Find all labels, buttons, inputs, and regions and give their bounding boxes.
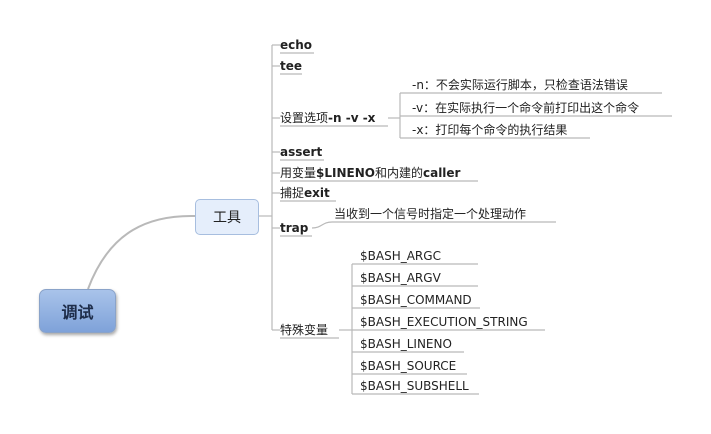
exit-prefix: 捕捉 [280, 186, 305, 200]
node-echo-label: echo [280, 38, 313, 52]
node-trap[interactable]: trap [280, 220, 308, 236]
node-set-options-prefix: 设置选项 [280, 111, 329, 125]
option-x[interactable]: -x：打印每个命令的执行结果 [412, 123, 568, 137]
option-n[interactable]: -n：不会实际运行脚本，只检查语法错误 [412, 78, 628, 92]
lineno-prefix: 用变量 [280, 166, 317, 180]
node-tee-label: tee [280, 59, 303, 73]
bash-var-subshell[interactable]: $BASH_SUBSHELL [360, 379, 469, 393]
node-trap-label: trap [280, 221, 309, 235]
lineno-mid: 和内建的 [374, 166, 423, 180]
exit-word: exit [304, 186, 330, 200]
lineno-caller: caller [422, 166, 461, 180]
bash-var-execution-string[interactable]: $BASH_EXECUTION_STRING [360, 315, 528, 329]
node-set-options[interactable]: 设置选项-n -v -x [280, 110, 375, 126]
node-tee[interactable]: tee [280, 58, 302, 74]
trap-note[interactable]: 当收到一个信号时指定一个处理动作 [334, 207, 527, 221]
bash-var-source[interactable]: $BASH_SOURCE [360, 359, 457, 373]
node-special-vars[interactable]: 特殊变量 [280, 323, 329, 337]
topic-node-tools[interactable]: 工具 [195, 199, 259, 235]
option-v[interactable]: -v：在实际执行一个命令前打印出这个命令 [412, 101, 640, 115]
bash-var-lineno[interactable]: $BASH_LINENO [360, 337, 452, 351]
node-assert-label: assert [280, 145, 323, 159]
bash-var-argc[interactable]: $BASH_ARGC [360, 249, 441, 263]
node-echo[interactable]: echo [280, 37, 312, 53]
node-assert[interactable]: assert [280, 144, 322, 160]
root-node[interactable]: 调试 [39, 289, 116, 333]
node-exit[interactable]: 捕捉exit [280, 185, 330, 201]
node-set-options-flags: -n -v -x [328, 111, 376, 125]
bash-var-argv[interactable]: $BASH_ARGV [360, 271, 441, 285]
lineno-var: $LINENO [316, 166, 375, 180]
node-lineno-caller[interactable]: 用变量$LINENO和内建的caller [280, 165, 460, 181]
bash-var-command[interactable]: $BASH_COMMAND [360, 293, 472, 307]
